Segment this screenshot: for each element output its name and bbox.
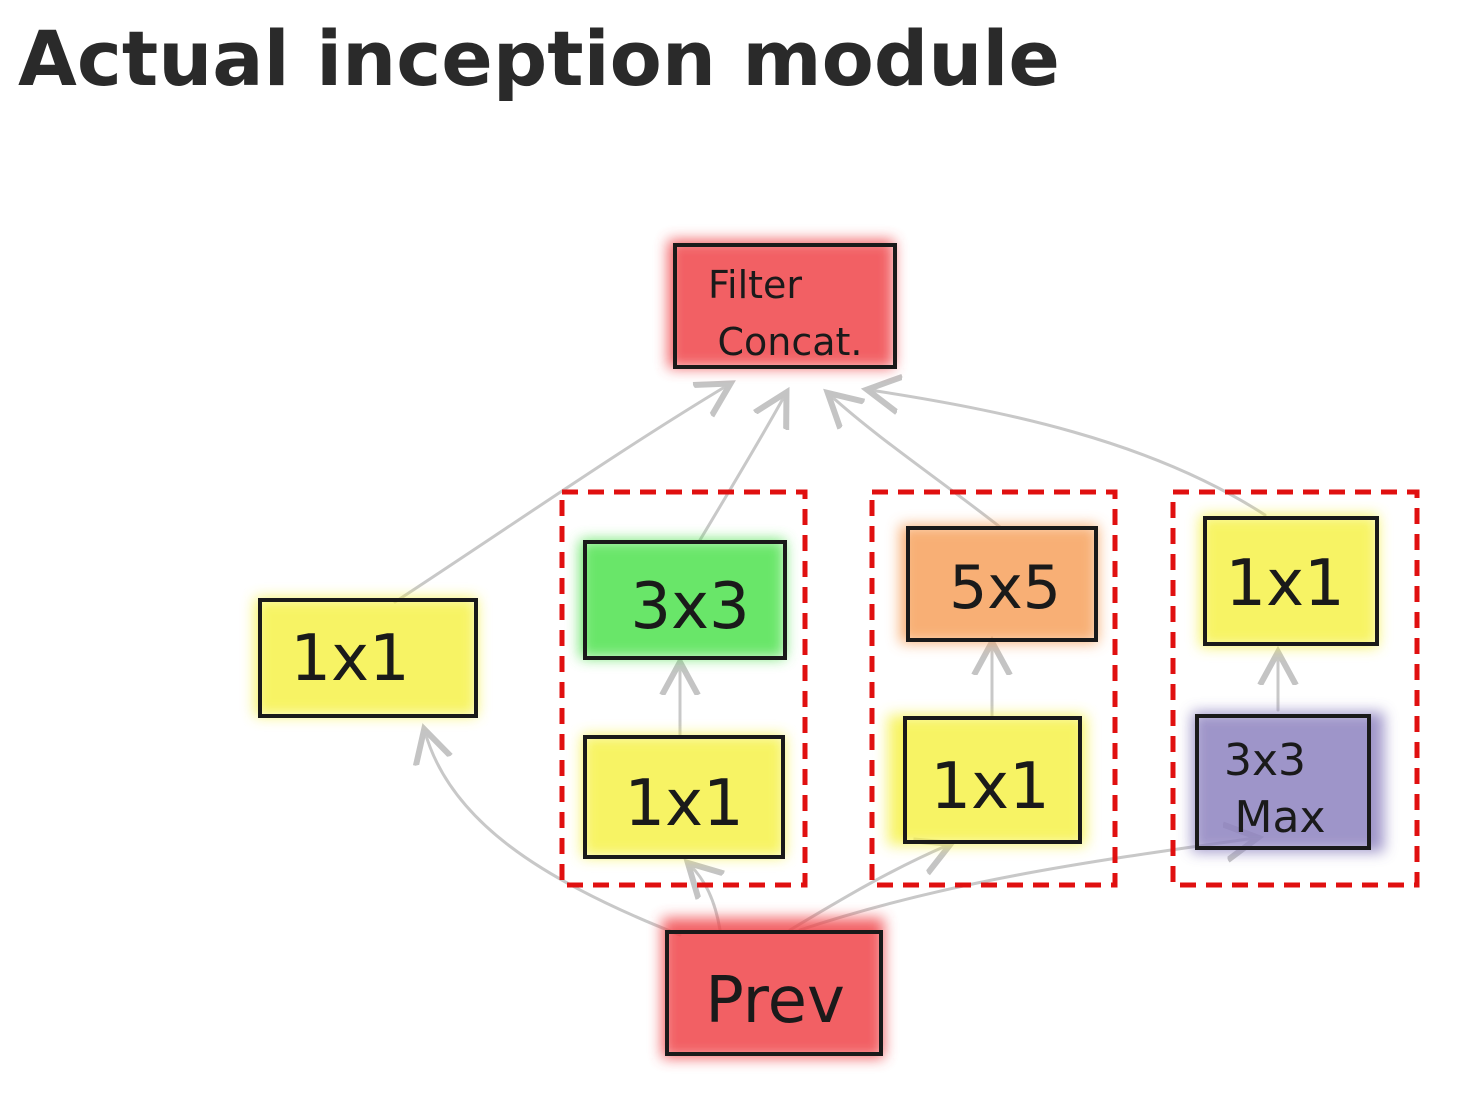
filter-concat-label-line2: Concat. — [717, 320, 862, 364]
arrow-prev-to-b3 — [788, 845, 948, 932]
branch4-maxpool-label-line2: Max — [1235, 792, 1326, 843]
branch4-1x1-node: 1x1 — [1200, 515, 1379, 647]
branch2-3x3-label: 3x3 — [630, 570, 749, 644]
branch1-1x1-label: 1x1 — [290, 622, 409, 696]
branch3-5x5-label: 5x5 — [949, 553, 1061, 623]
arrow-b4-to-concat — [870, 390, 1267, 517]
branch4-1x1-label: 1x1 — [1225, 547, 1344, 621]
arrow-prev-to-b4 — [798, 838, 1255, 932]
arrow-b1-to-concat — [393, 385, 728, 604]
prev-label: Prev — [705, 964, 845, 1038]
branch2-3x3-node: 3x3 — [580, 540, 787, 660]
group-3x3-branch — [559, 489, 808, 888]
branch3-1x1-node: 1x1 — [888, 715, 1086, 845]
branch3-5x5-node: 5x5 — [900, 525, 1098, 643]
branch4-maxpool-label-line1: 3x3 — [1224, 735, 1306, 786]
connection-arrows — [393, 385, 1278, 937]
branch4-maxpool-node: 3x3 Max — [1192, 712, 1384, 852]
branch2-1x1-node: 1x1 — [582, 735, 785, 859]
group-5x5-branch — [869, 489, 1118, 888]
dashed-groups — [559, 489, 1420, 888]
filter-concat-node: Filter Concat. — [668, 240, 897, 369]
filter-concat-label-line1: Filter — [708, 263, 802, 307]
group-pool-branch — [1170, 489, 1420, 888]
arrow-3x3-to-concat — [698, 395, 785, 542]
branch3-1x1-label: 1x1 — [930, 750, 1049, 824]
arrow-prev-to-b1 — [425, 732, 682, 937]
arrow-5x5-to-concat — [830, 395, 1002, 529]
branch1-1x1-node: 1x1 — [255, 598, 478, 718]
slide-title: Actual inception module — [18, 14, 1060, 103]
branch2-1x1-label: 1x1 — [624, 767, 743, 841]
prev-node: Prev — [662, 918, 884, 1058]
